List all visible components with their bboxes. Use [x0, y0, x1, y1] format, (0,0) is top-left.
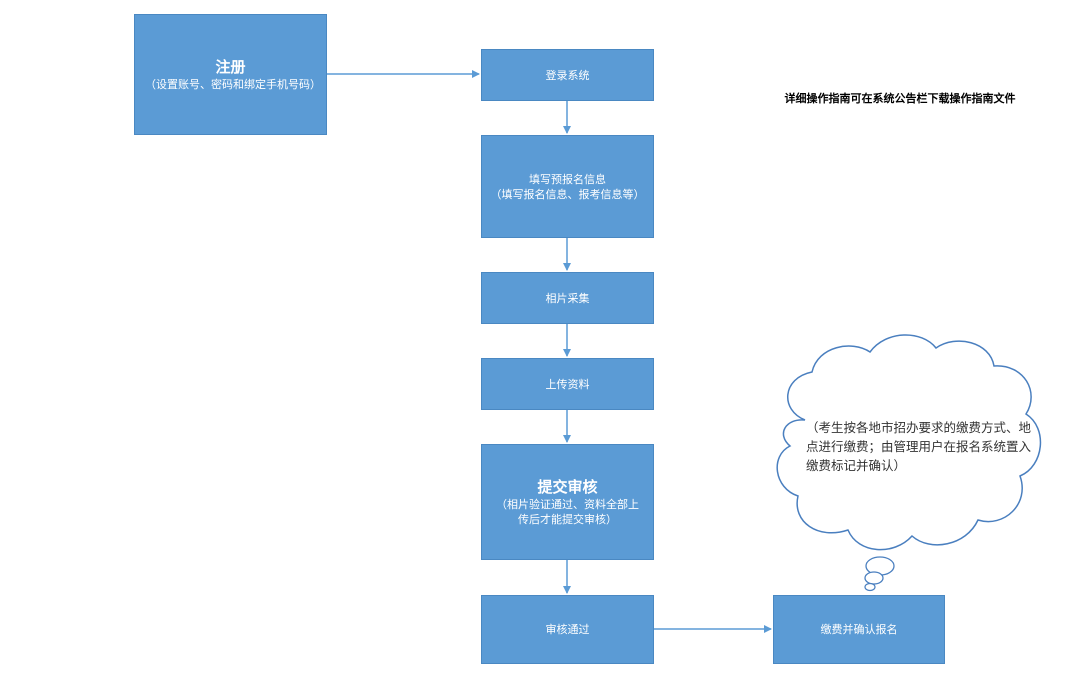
step-pay-confirm-title: 缴费并确认报名	[820, 623, 898, 636]
step-login-title: 登录系统	[545, 68, 590, 82]
step-review-passed: 审核通过	[481, 595, 654, 664]
step-register-title: 注册	[215, 58, 246, 76]
step-review-passed-title: 审核通过	[545, 623, 590, 636]
step-submit-review-title: 提交审核	[537, 478, 598, 496]
thought-bubble-small	[864, 582, 876, 592]
thought-cloud-shape	[776, 334, 1042, 551]
step-upload-title: 上传资料	[545, 377, 590, 391]
step-submit-review-desc: （相片验证通过、资料全部上传后才能提交审核）	[496, 498, 639, 526]
step-photo-title: 相片采集	[545, 291, 590, 305]
step-fill-info-desc: （填写报名信息、报考信息等）	[490, 187, 645, 201]
step-submit-review: 提交审核 （相片验证通过、资料全部上传后才能提交审核）	[481, 444, 654, 560]
step-photo: 相片采集	[481, 272, 654, 324]
step-login: 登录系统	[481, 49, 654, 101]
step-fill-info-title: 填写预报名信息	[529, 172, 606, 186]
step-upload: 上传资料	[481, 358, 654, 410]
step-fill-info: 填写预报名信息 （填写报名信息、报考信息等）	[481, 135, 654, 238]
guide-note: 详细操作指南可在系统公告栏下载操作指南文件	[784, 92, 1016, 105]
thought-cloud-text: （考生按各地市招办要求的缴费方式、地点进行缴费；由管理用户在报名系统置入缴费标记…	[806, 420, 1032, 473]
step-register: 注册 （设置账号、密码和绑定手机号码）	[134, 14, 327, 135]
thought-bubble-medium	[864, 571, 884, 585]
step-register-desc: （设置账号、密码和绑定手机号码）	[145, 78, 321, 91]
step-pay-confirm: 缴费并确认报名	[773, 595, 945, 664]
